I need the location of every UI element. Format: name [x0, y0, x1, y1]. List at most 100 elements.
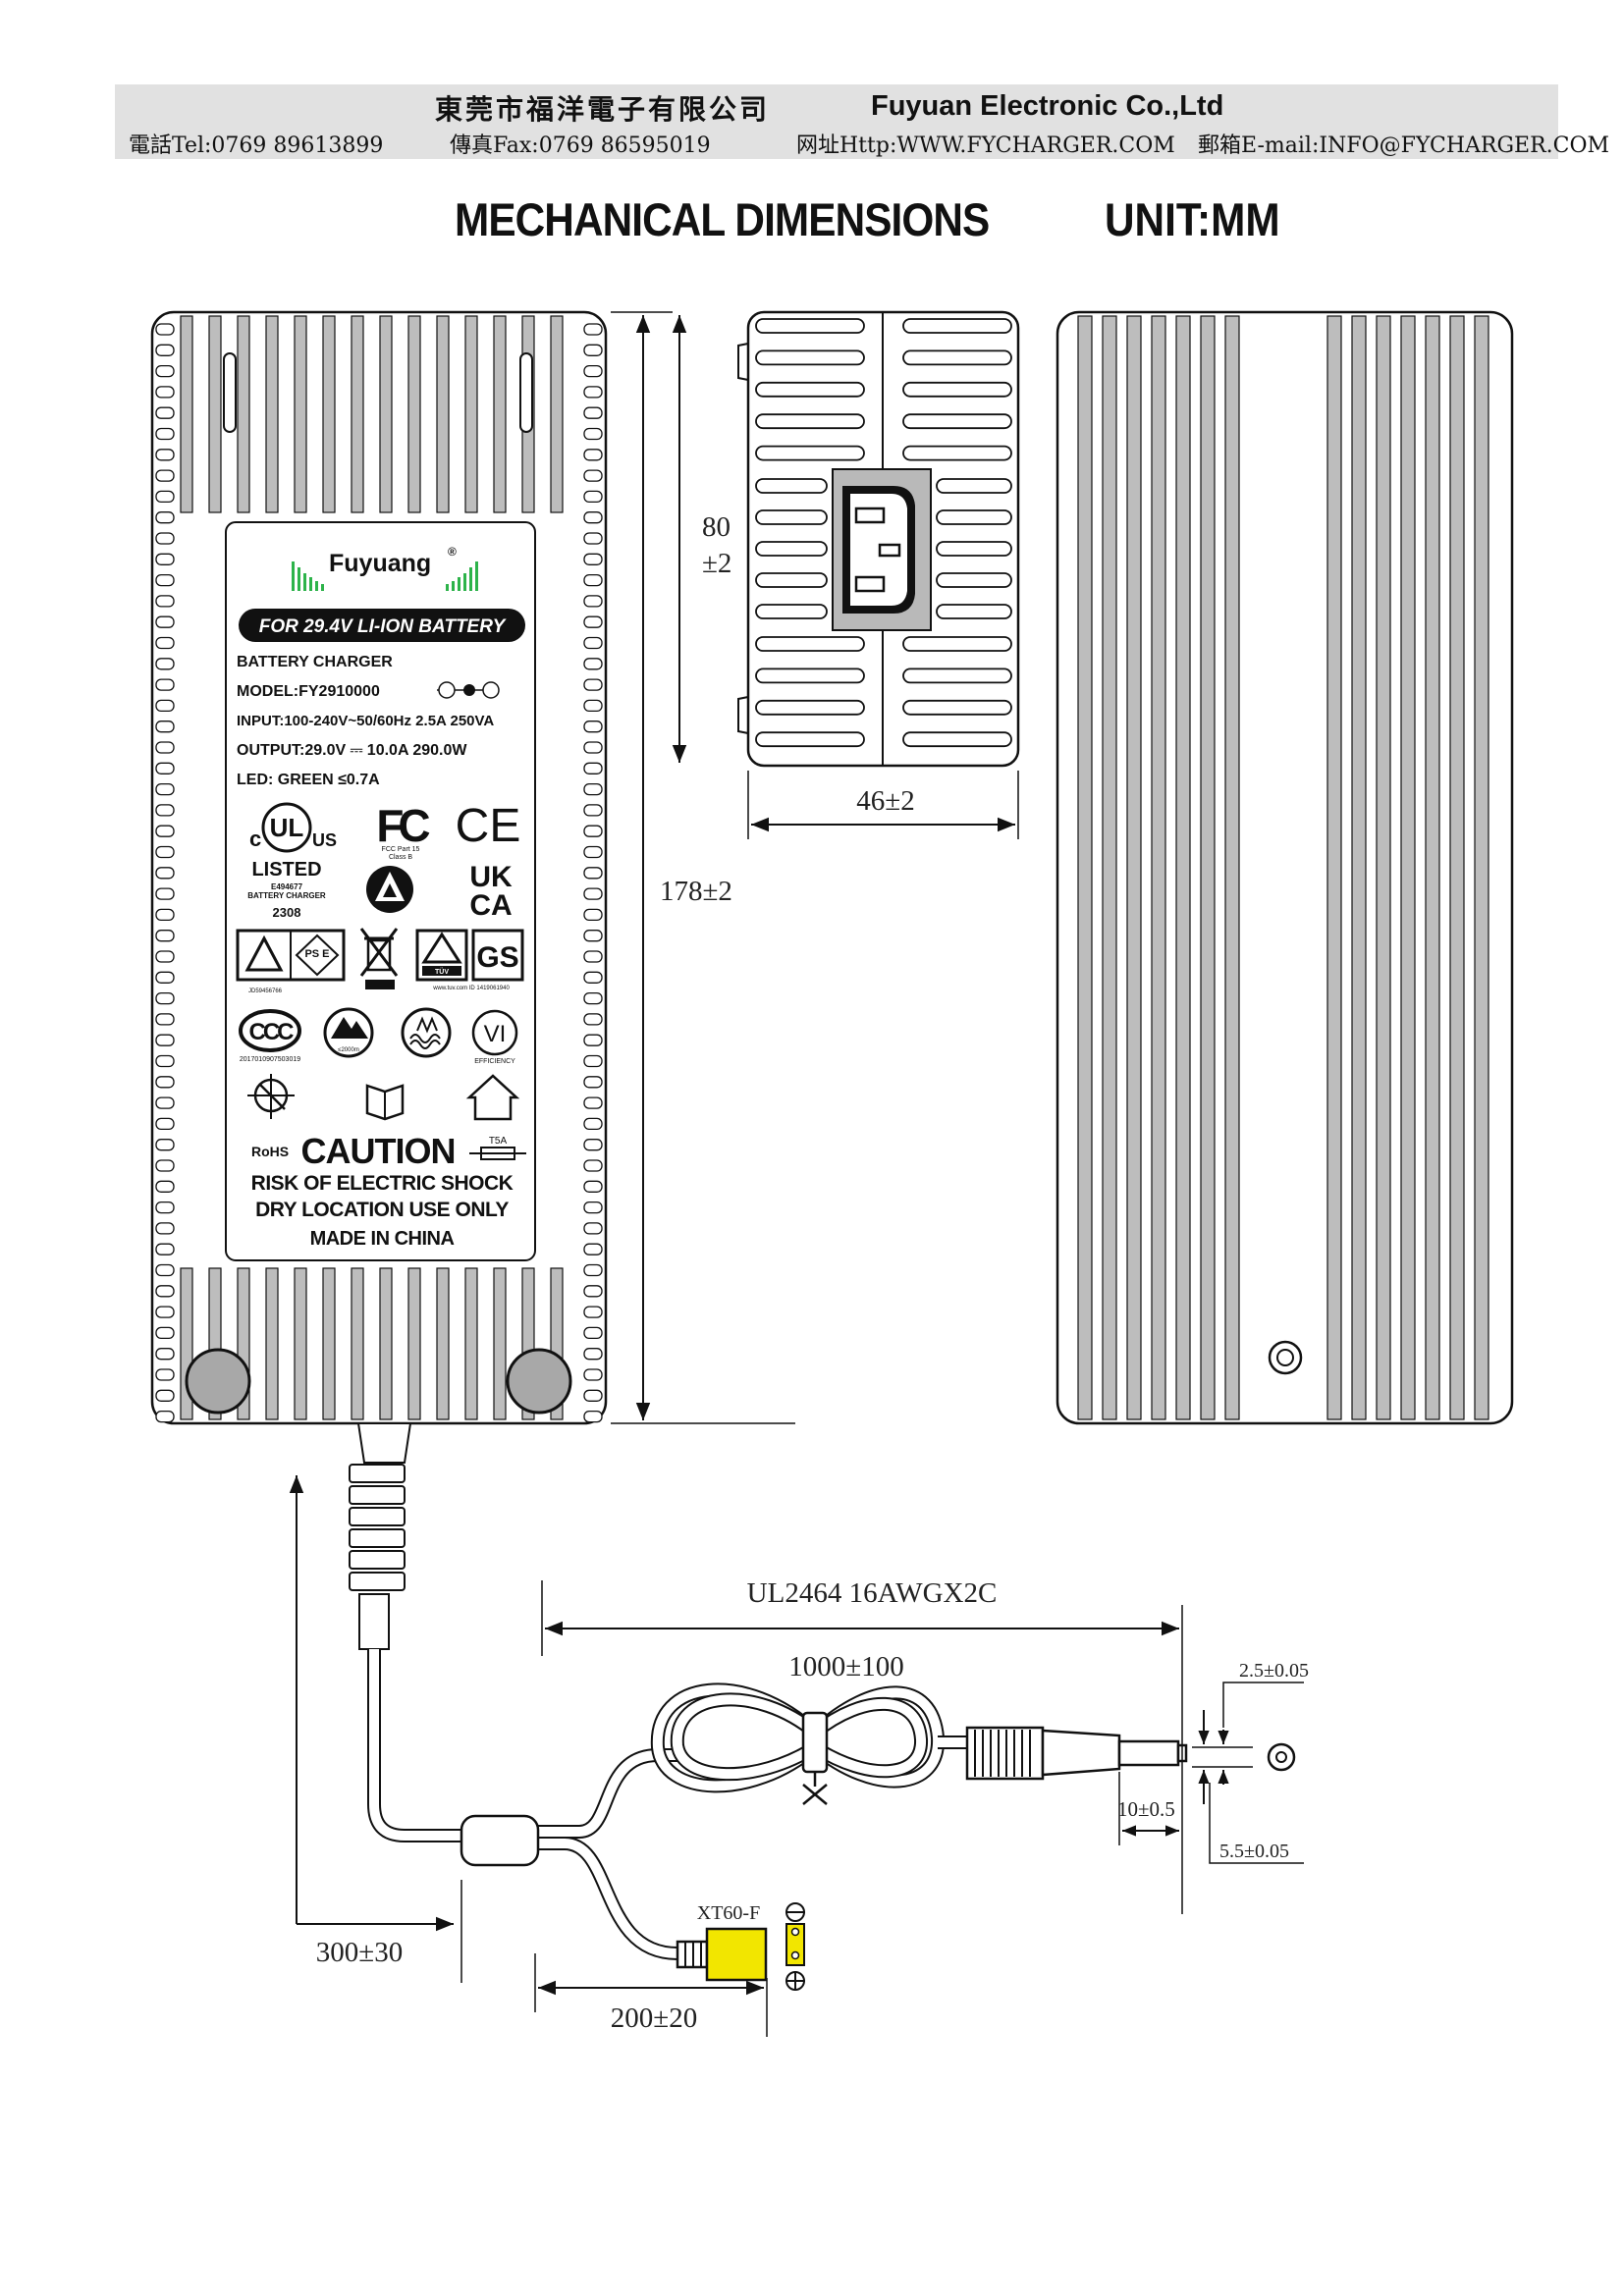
header-band: 東莞市福洋電子有限公司 Fuyuan Electronic Co.,Ltd 電話… — [115, 84, 1609, 159]
battery-banner-bg — [239, 609, 525, 642]
side-slot-right — [902, 445, 1012, 461]
rubber-foot-right — [506, 1348, 572, 1415]
edge-tab-right — [583, 636, 603, 650]
edge-tab-left — [155, 386, 175, 399]
side-slot-left — [755, 349, 865, 366]
edge-tab-right — [583, 532, 603, 545]
coiled-cable — [650, 1682, 967, 1805]
edge-tab-left — [155, 845, 175, 859]
edge-tab-left — [155, 930, 175, 942]
strain-ring — [349, 1550, 406, 1570]
back-fin — [1425, 315, 1440, 1420]
contact-tel: 電話Tel:0769 89613899 — [129, 133, 384, 158]
back-fin — [1224, 315, 1240, 1420]
front-fin-top — [208, 315, 222, 513]
edge-tab-left — [155, 678, 175, 691]
inlet-height-value: 80 — [702, 511, 731, 543]
tuv-mark: TÜV — [415, 929, 468, 982]
side-slot-left-short — [755, 509, 828, 525]
logo-bar-left — [298, 567, 300, 591]
edge-tab-right — [583, 762, 603, 774]
edge-tab-right — [583, 1368, 603, 1381]
vi-text: VI — [484, 1021, 507, 1047]
front-fin-top — [180, 315, 193, 513]
back-fin — [1400, 315, 1416, 1420]
front-fin-top — [379, 315, 393, 513]
width-dimension: 46±2 — [856, 785, 914, 817]
front-fin-bottom — [351, 1267, 364, 1420]
edge-tab-left — [155, 1348, 175, 1361]
back-fin — [1126, 315, 1142, 1420]
strain-relief-rings — [349, 1464, 406, 1650]
edge-tab-right — [583, 971, 603, 984]
strain-ring — [349, 1572, 406, 1591]
connector-label: XT60-F — [697, 1902, 760, 1924]
gs-mark: GS — [471, 929, 524, 982]
edge-tab-left — [155, 721, 175, 733]
edge-tab-left — [155, 573, 175, 587]
front-fin-top — [493, 315, 507, 513]
edge-tab-left — [155, 1180, 175, 1193]
ul-us: US — [312, 830, 337, 850]
led-line: LED: GREEN ≤0.7A — [237, 772, 380, 788]
edge-tab-left — [155, 1222, 175, 1235]
back-fin — [1351, 315, 1367, 1420]
logo-bar-right — [469, 567, 472, 591]
edge-tab-left — [155, 887, 175, 900]
side-slot-right — [902, 699, 1012, 716]
ul-listed: LISTED — [251, 859, 321, 881]
logo-bar-right — [475, 561, 478, 591]
logo-bar-left — [292, 561, 295, 591]
logo-bar-left — [321, 584, 324, 591]
edge-tab-right — [583, 867, 603, 880]
company-name-cn: 東莞市福洋電子有限公司 — [435, 93, 771, 126]
edge-tab-left — [155, 427, 175, 441]
logo-bar-right — [458, 577, 460, 591]
edge-tab-right — [583, 615, 603, 628]
front-fin-top — [322, 315, 336, 513]
edge-tab-left — [155, 1326, 175, 1340]
pin-leader — [1222, 1682, 1304, 1728]
front-fin-top — [351, 315, 364, 513]
fuse-icon: T5A — [469, 1136, 526, 1160]
front-fin-top — [407, 315, 421, 513]
edge-tab-right — [583, 908, 603, 922]
edge-tab-left — [155, 406, 175, 419]
edge-tab-right — [583, 449, 603, 461]
logo-bar-right — [463, 573, 466, 591]
ul-listed-mark: UL c US LISTED E494677 BATTERY CHARGER 2… — [247, 802, 337, 920]
front-fin-top — [294, 315, 307, 513]
edge-tab-right — [583, 511, 603, 524]
polarity-icon — [437, 681, 500, 699]
branch-length: 200±20 — [611, 2002, 697, 2034]
od-leader — [1209, 1783, 1304, 1864]
strain-ring — [349, 1528, 406, 1548]
output-line: OUTPUT:29.0V ⎓ 10.0A 290.0W — [237, 742, 467, 759]
battery-banner: FOR 29.4V LI-ION BATTERY — [259, 616, 508, 637]
rohs-text: RoHS — [251, 1144, 289, 1159]
edge-tab-right — [583, 991, 603, 1005]
edge-tab-left — [155, 553, 175, 565]
cable-dimensions: UL2464 16AWGX2C 1000±100 300±30 200±20 1… — [289, 1475, 1309, 2037]
edge-tab-left — [155, 950, 175, 963]
ccc-text: CCC — [249, 1019, 295, 1045]
edge-tab-left — [155, 1243, 175, 1255]
logo-bar-right — [452, 581, 455, 591]
front-fin-top — [464, 315, 478, 513]
company-name-en: Fuyuan Electronic Co.,Ltd — [871, 90, 1224, 122]
back-fin — [1449, 315, 1465, 1420]
back-fins — [1077, 315, 1489, 1420]
made-in-china: MADE IN CHINA — [310, 1228, 455, 1250]
edge-tab-left — [155, 1139, 175, 1151]
xt60-end-view — [785, 1902, 805, 1991]
warning-electric-shock: RISK OF ELECTRIC SHOCK — [251, 1172, 514, 1195]
rubber-foot-left — [185, 1348, 251, 1415]
edge-tab-left — [155, 364, 175, 378]
ul-number: 2308 — [273, 905, 301, 920]
side-clip-bottom — [737, 696, 749, 734]
altitude-icon: ≤2000m — [323, 1007, 374, 1058]
tropical-climate-icon — [401, 1007, 452, 1058]
back-fin — [1077, 315, 1093, 1420]
front-slot-right — [519, 352, 533, 433]
fcc-note-2: Class B — [389, 854, 412, 861]
